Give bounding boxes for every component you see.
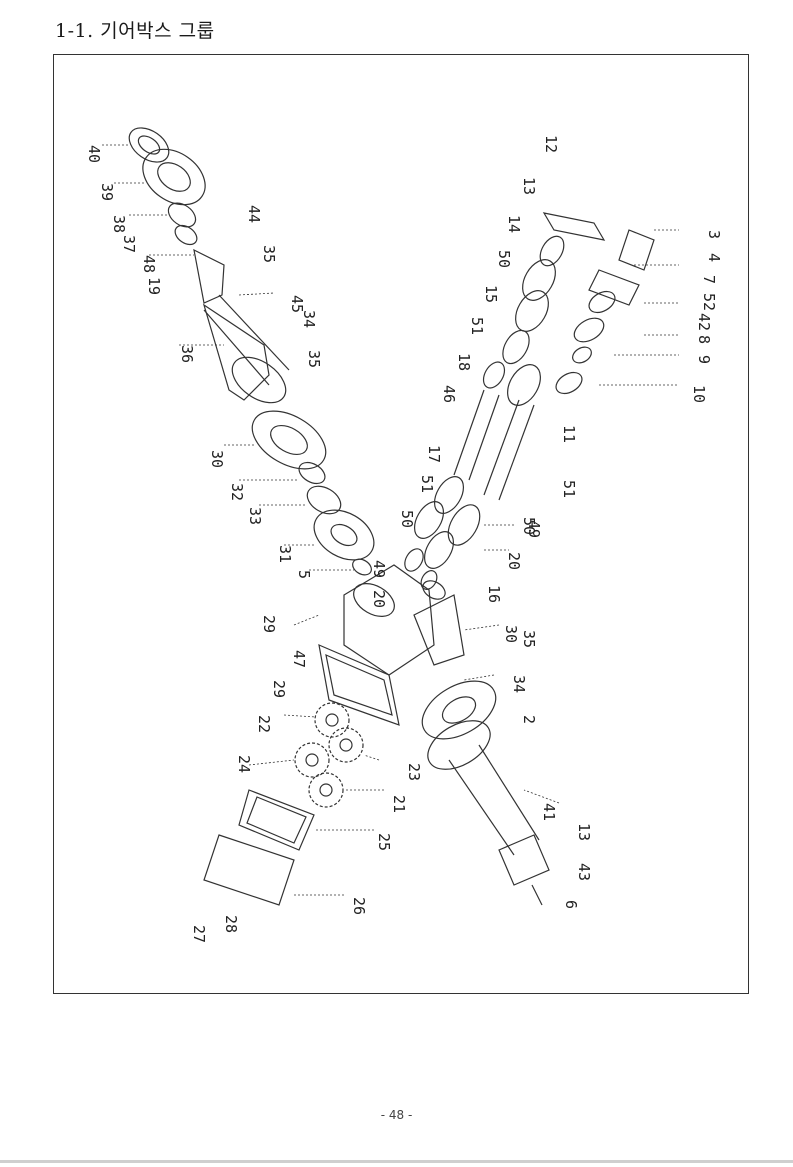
spur-gears — [294, 702, 364, 808]
part-callout-8: 8 — [695, 335, 713, 344]
part-callout-33: 33 — [246, 507, 264, 525]
part-callout-50: 50 — [398, 510, 416, 528]
part-callout-21: 21 — [390, 795, 408, 813]
part-callout-25: 25 — [375, 833, 393, 851]
part-callout-12: 12 — [542, 135, 560, 153]
part-callout-11: 11 — [560, 425, 578, 443]
part-callout-27: 27 — [190, 925, 208, 943]
part-callout-14: 14 — [505, 215, 523, 233]
part-callout-35: 35 — [305, 350, 323, 368]
part-callout-37: 37 — [120, 235, 138, 253]
part-callout-47: 47 — [290, 650, 308, 668]
part-callout-34: 34 — [510, 675, 528, 693]
part-callout-29: 29 — [260, 615, 278, 633]
part-callout-13: 13 — [575, 823, 593, 841]
part-callout-28: 28 — [222, 915, 240, 933]
part-callout-49: 49 — [370, 560, 388, 578]
part-callout-52: 52 — [700, 293, 718, 311]
part-callout-9: 9 — [695, 355, 713, 364]
part-callout-20: 20 — [505, 552, 523, 570]
part-callout-42: 42 — [695, 313, 713, 331]
part-callout-43: 43 — [575, 863, 593, 881]
part-callout-31: 31 — [276, 545, 294, 563]
part-callout-5: 5 — [295, 570, 313, 579]
part-callout-20: 20 — [370, 590, 388, 608]
part-callout-17: 17 — [425, 445, 443, 463]
part-callout-19: 19 — [145, 277, 163, 295]
part-callout-41: 41 — [540, 803, 558, 821]
part-callout-45: 45 — [288, 295, 306, 313]
part-callout-44: 44 — [245, 205, 263, 223]
right-side-parts — [555, 229, 655, 395]
part-callout-26: 26 — [350, 897, 368, 915]
part-callout-50: 50 — [520, 517, 538, 535]
part-callout-15: 15 — [482, 285, 500, 303]
part-callout-3: 3 — [705, 230, 723, 239]
part-callout-50: 50 — [495, 250, 513, 268]
part-callout-36: 36 — [178, 345, 196, 363]
part-callout-40: 40 — [85, 145, 103, 163]
part-callout-18: 18 — [455, 353, 473, 371]
section-title: 1-1. 기어박스 그룹 — [55, 20, 215, 42]
left-gear-stack — [251, 410, 375, 576]
part-callout-32: 32 — [228, 483, 246, 501]
part-callout-22: 22 — [255, 715, 273, 733]
part-callout-34: 34 — [300, 310, 318, 328]
leader-lines — [102, 144, 679, 896]
part-callout-29: 29 — [270, 680, 288, 698]
part-callout-30: 30 — [208, 450, 226, 468]
part-callout-23: 23 — [405, 763, 423, 781]
part-callout-13: 13 — [520, 177, 538, 195]
part-callout-51: 51 — [560, 480, 578, 498]
scan-edge — [0, 1160, 793, 1163]
exploded-parts-diagram: 4039383748194435453435363032333154920294… — [85, 127, 723, 943]
part-callout-10: 10 — [690, 385, 708, 403]
part-callout-35: 35 — [520, 630, 538, 648]
part-callout-24: 24 — [235, 755, 253, 773]
part-callout-38: 38 — [110, 215, 128, 233]
part-callout-51: 51 — [418, 475, 436, 493]
part-callout-30: 30 — [502, 625, 520, 643]
part-callout-39: 39 — [98, 183, 116, 201]
part-callout-35: 35 — [260, 245, 278, 263]
part-callout-49: 49 — [525, 520, 543, 538]
part-callout-4: 4 — [705, 253, 723, 262]
part-callout-2: 2 — [520, 715, 538, 724]
part-callout-6: 6 — [562, 900, 580, 909]
part-callout-7: 7 — [700, 275, 718, 284]
part-callout-16: 16 — [485, 585, 503, 603]
part-callout-48: 48 — [140, 255, 158, 273]
page-number: - 48 - — [380, 1108, 413, 1122]
right-upper-shafts — [404, 212, 606, 590]
left-shaft-assembly — [128, 127, 290, 404]
right-lower-shaft — [421, 680, 550, 906]
gearbox-housing — [318, 564, 465, 726]
part-callout-51: 51 — [468, 317, 486, 335]
part-callout-46: 46 — [440, 385, 458, 403]
covers — [203, 789, 315, 906]
